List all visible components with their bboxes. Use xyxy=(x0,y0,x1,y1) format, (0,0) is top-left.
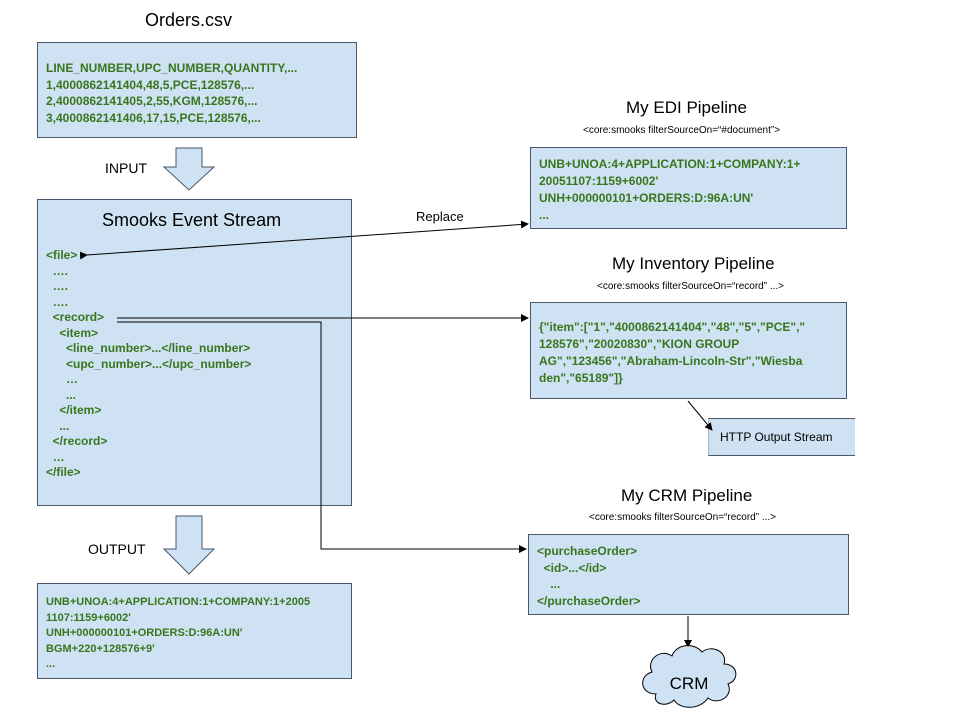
inventory-to-http-connector xyxy=(687,400,713,431)
crm-cloud-icon xyxy=(642,645,737,708)
event-stream-content: <file> …. …. …. <record> <item> <line_nu… xyxy=(46,248,252,479)
crm-pipeline-content: <purchaseOrder> <id>...</id> ... </purch… xyxy=(537,544,641,608)
orders-box: LINE_NUMBER,UPC_NUMBER,QUANTITY,... 1,40… xyxy=(37,42,357,138)
inventory-box: {"item":["1","4000862141404","48","5","P… xyxy=(530,302,847,399)
inventory-subtitle: <core:smooks filterSourceOn=“record” ...… xyxy=(597,281,785,292)
inventory-content: {"item":["1","4000862141404","48","5","P… xyxy=(539,320,806,385)
http-output-stream: HTTP Output Stream xyxy=(708,418,855,456)
replace-connector xyxy=(79,220,529,260)
inventory-title: My Inventory Pipeline xyxy=(612,254,775,273)
edi-title: My EDI Pipeline xyxy=(626,98,747,117)
record-to-crm-connector xyxy=(117,321,527,553)
crm-pipeline-title: My CRM Pipeline xyxy=(621,486,753,505)
orders-content: LINE_NUMBER,UPC_NUMBER,QUANTITY,... 1,40… xyxy=(46,61,298,125)
output-arrow xyxy=(162,515,216,575)
crm-pipeline-subtitle: <core:smooks filterSourceOn=“record” ...… xyxy=(589,512,777,523)
crm-label: CRM xyxy=(670,674,709,693)
output-box: UNB+UNOA:4+APPLICATION:1+COMPANY:1+2005 … xyxy=(37,583,352,679)
crm-pipeline-box: <purchaseOrder> <id>...</id> ... </purch… xyxy=(528,534,849,615)
output-content: UNB+UNOA:4+APPLICATION:1+COMPANY:1+2005 … xyxy=(46,596,311,670)
edi-subtitle: <core:smooks filterSourceOn=“#document”> xyxy=(583,125,781,136)
input-arrow xyxy=(162,147,216,191)
output-label: OUTPUT xyxy=(88,541,146,557)
input-label: INPUT xyxy=(105,160,147,176)
edi-box: UNB+UNOA:4+APPLICATION:1+COMPANY:1+ 2005… xyxy=(530,147,847,229)
orders-title: Orders.csv xyxy=(145,10,233,30)
http-output-label: HTTP Output Stream xyxy=(720,430,833,444)
edi-content: UNB+UNOA:4+APPLICATION:1+COMPANY:1+ 2005… xyxy=(539,157,801,222)
replace-label: Replace xyxy=(416,209,464,224)
